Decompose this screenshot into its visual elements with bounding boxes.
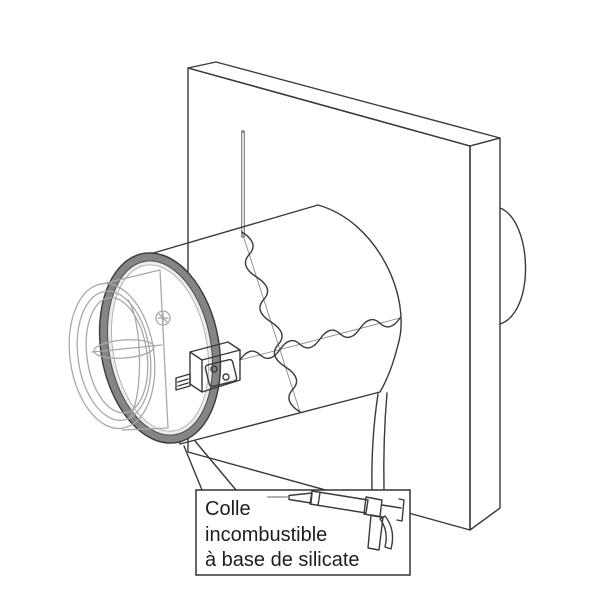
damper-sleeve bbox=[149, 204, 402, 445]
damper-collar bbox=[68, 269, 171, 431]
collar-front-rim bbox=[68, 282, 156, 430]
actuator-mechanism bbox=[175, 341, 241, 393]
wire-spring-vertical bbox=[241, 231, 301, 413]
sealing-ring bbox=[98, 252, 222, 444]
wall-side-face bbox=[469, 137, 501, 531]
collar-inner-rim bbox=[76, 290, 152, 421]
wall-top-face bbox=[187, 61, 501, 147]
callout-box: Colle incombustible à base de silicate bbox=[195, 489, 411, 576]
callout-line-2: incombustible bbox=[205, 524, 327, 546]
wall-front-face bbox=[187, 67, 471, 531]
collar-body bbox=[105, 269, 169, 431]
collar-inner-arc bbox=[127, 299, 141, 419]
screw-icon bbox=[210, 365, 218, 373]
callout-line-1: Colle bbox=[205, 498, 251, 520]
damper-blade bbox=[93, 339, 155, 359]
bolt-icon bbox=[155, 310, 171, 326]
screw-icon bbox=[222, 373, 230, 381]
wire-spring-horizontal bbox=[239, 317, 401, 361]
rear-duct bbox=[499, 207, 527, 325]
caulk-gun-icon bbox=[267, 490, 405, 551]
wall-panel bbox=[187, 61, 501, 531]
damper-blade-axis bbox=[91, 344, 163, 353]
callout-line-3: à base de silicate bbox=[205, 549, 360, 571]
collar-inner-edge bbox=[85, 297, 149, 414]
leader-lines bbox=[183, 392, 388, 491]
